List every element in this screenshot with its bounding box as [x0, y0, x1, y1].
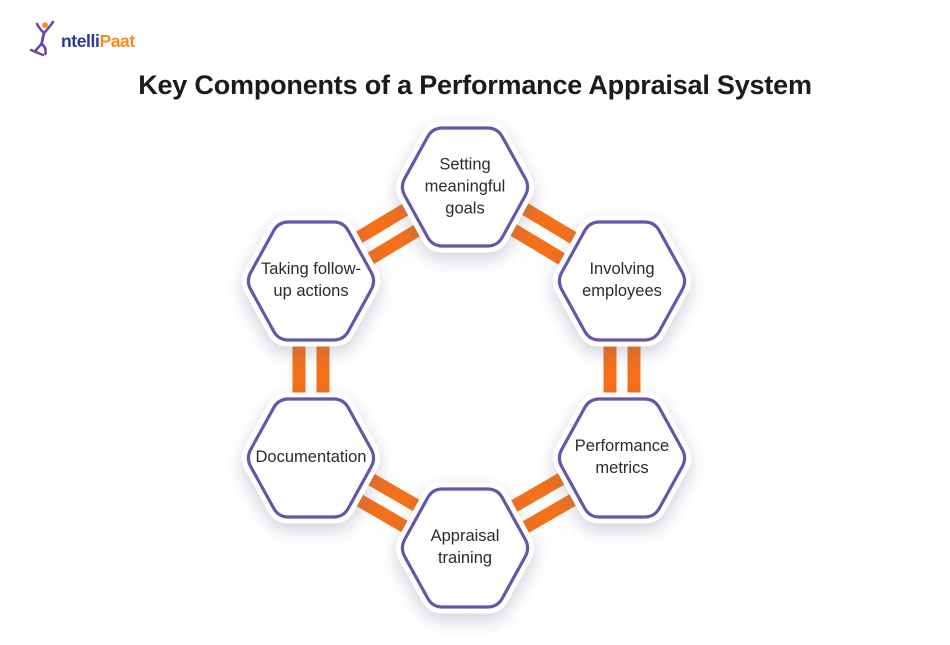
- connector-bar: [502, 219, 573, 269]
- hexagon-label-follow-up-actions: Taking follow-up actions: [261, 260, 361, 300]
- logo-text-navy: ntelli: [61, 31, 100, 52]
- connector-bar: [292, 332, 306, 407]
- connector-bar: [627, 332, 641, 407]
- logo-text-orange: Paat: [99, 31, 135, 52]
- connector-bar: [346, 199, 417, 249]
- connector-bar: [514, 489, 585, 538]
- hexagon-label-setting-goals: Setting meaningful goals: [424, 155, 506, 217]
- hexagon-label-performance-metrics: Performance metrics: [574, 437, 670, 477]
- connector-bottomleft-topleft: [292, 332, 330, 407]
- page-title: Key Components of a Performance Appraisa…: [138, 70, 812, 100]
- logo-person-icon: [29, 20, 55, 57]
- connector-bar: [316, 332, 330, 407]
- connector-topright-bottomright: [603, 332, 641, 407]
- hexagon-label-documentation: Documentation: [255, 448, 367, 467]
- connector-bar: [514, 199, 585, 249]
- connector-bottomright-bottom: [502, 468, 585, 538]
- connector-bar: [502, 468, 573, 517]
- connector-top-topright: [502, 199, 585, 269]
- hexagon-label-appraisal-training: Appraisal training: [430, 527, 500, 567]
- connector-bar: [358, 468, 430, 517]
- hexagon-label-involving-employees: Involving employees: [582, 260, 662, 300]
- connector-bar: [359, 219, 430, 269]
- connector-bar: [346, 489, 418, 538]
- connector-bottom-bottomleft: [346, 468, 430, 538]
- connector-topleft-top: [346, 199, 430, 269]
- connector-bar: [603, 332, 617, 407]
